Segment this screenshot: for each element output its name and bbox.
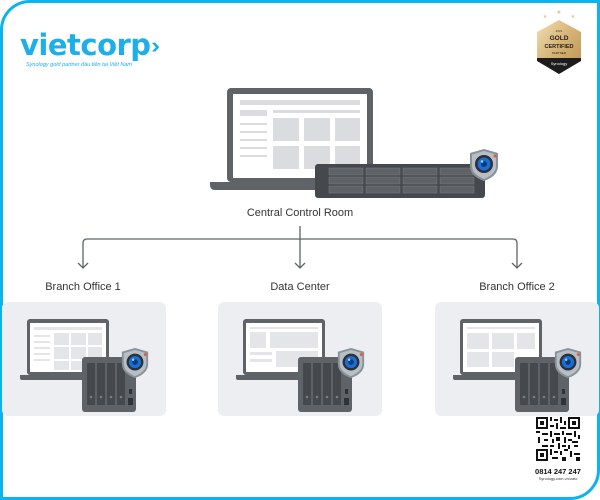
badge-year: 2024 bbox=[556, 29, 563, 33]
contact-qr-block: 0814 247 247 Synology.com.vn/zalo bbox=[532, 417, 584, 481]
surveillance-camera-icon bbox=[470, 149, 498, 181]
branch-office-2-panel bbox=[435, 302, 599, 416]
star-icon: ★ bbox=[571, 14, 576, 20]
arrow-down-icon bbox=[294, 262, 306, 269]
desktop-nas-icon bbox=[298, 357, 352, 412]
surveillance-camera-icon bbox=[554, 348, 582, 378]
gold-certified-badge: ★ ★ ★ 2024 GOLD CERTIFIED PARTNER Synolo… bbox=[537, 9, 581, 74]
connector-branches bbox=[82, 238, 518, 268]
arrow-down-icon bbox=[511, 262, 523, 269]
contact-phone: 0814 247 247 bbox=[535, 467, 581, 476]
star-icon: ★ bbox=[556, 9, 561, 16]
central-laptop-icon bbox=[210, 88, 385, 190]
connector-lines bbox=[77, 226, 523, 269]
node-label-central: Central Control Room bbox=[246, 207, 354, 219]
desktop-nas-icon bbox=[515, 357, 569, 412]
logo-tagline: Synology gold partner đầu tiên tại Việt … bbox=[26, 62, 132, 68]
node-label-data-center: Data Center bbox=[270, 281, 330, 293]
badge-certified: CERTIFIED bbox=[544, 44, 573, 50]
badge-gold: GOLD bbox=[550, 35, 569, 42]
data-center-panel bbox=[218, 302, 382, 416]
branch-office-1-panel bbox=[2, 302, 166, 416]
qr-code-icon[interactable] bbox=[536, 417, 580, 461]
node-label-branch-2: Branch Office 2 bbox=[479, 281, 555, 293]
badge-vendor: Synology bbox=[551, 61, 567, 66]
node-label-branch-1: Branch Office 1 bbox=[45, 281, 121, 293]
logo-wordmark: vietcorp bbox=[20, 28, 151, 62]
arrow-down-icon bbox=[77, 262, 89, 269]
desktop-nas-icon bbox=[82, 357, 136, 412]
rack-nas-icon bbox=[315, 164, 485, 198]
star-icon: ★ bbox=[543, 14, 548, 20]
contact-url[interactable]: Synology.com.vn/zalo bbox=[538, 476, 578, 481]
surveillance-camera-icon bbox=[121, 348, 149, 378]
surveillance-camera-icon bbox=[337, 348, 365, 378]
badge-partner: PARTNER bbox=[552, 51, 567, 55]
